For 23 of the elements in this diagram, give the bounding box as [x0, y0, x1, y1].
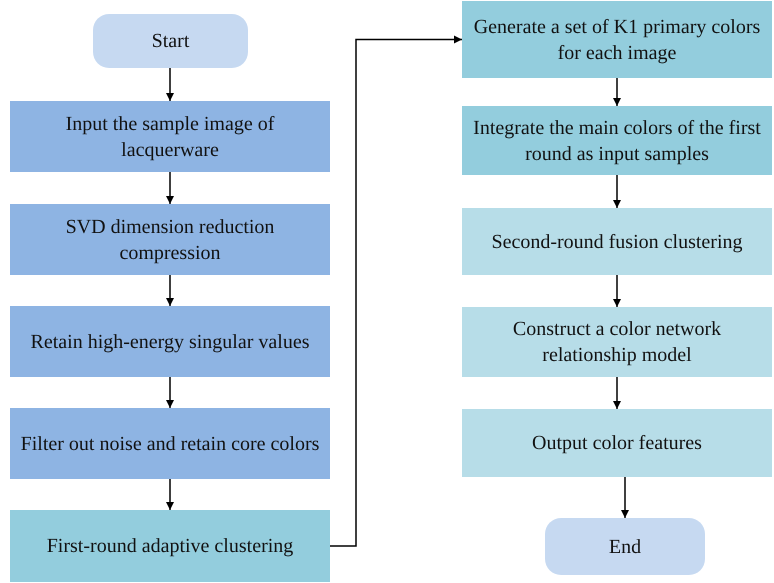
process-box: Output color features — [462, 409, 772, 477]
process-box: Filter out noise and retain core colors — [10, 408, 330, 479]
arrow — [166, 479, 174, 510]
process-box: Integrate the main colors of the first round as input samples — [462, 106, 772, 175]
process-box: Retain high-energy singular values — [10, 306, 330, 377]
arrow — [166, 68, 174, 101]
arrow — [613, 78, 621, 106]
arrow — [166, 275, 174, 306]
start-terminal: Start — [93, 14, 248, 68]
arrow — [613, 275, 621, 307]
arrow — [613, 175, 621, 208]
end-terminal: End — [545, 518, 705, 575]
arrow — [613, 377, 621, 409]
process-box: Construct a color network relationship model — [462, 307, 772, 377]
process-box: Second-round fusion clustering — [462, 208, 772, 275]
arrow — [621, 477, 629, 518]
process-box: SVD dimension reduction compression — [10, 204, 330, 275]
process-box: First-round adaptive clustering — [10, 510, 330, 582]
process-box: Generate a set of K1 primary colors for each image — [462, 1, 772, 78]
arrow — [166, 172, 174, 204]
arrow — [166, 377, 174, 408]
process-box: Input the sample image of lacquerware — [10, 101, 330, 172]
arrow — [330, 36, 462, 547]
